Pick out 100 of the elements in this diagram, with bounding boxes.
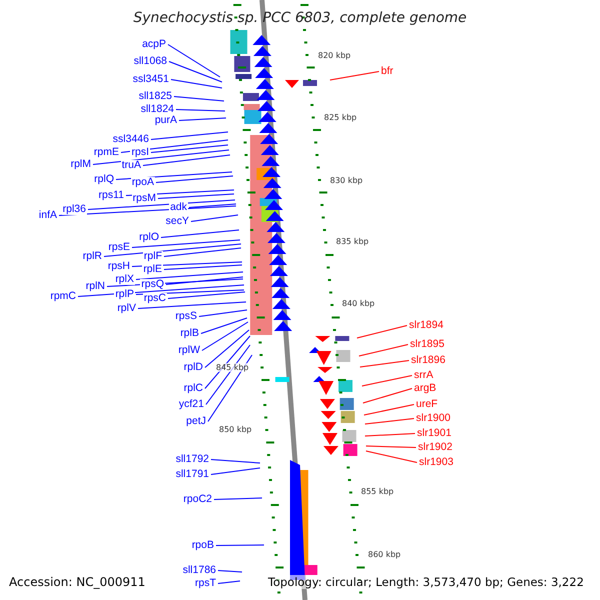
leader-line [136, 272, 244, 280]
leader-line [170, 79, 222, 88]
gene-label: rpl36 [62, 204, 87, 215]
gene-label: ssl3446 [112, 134, 150, 145]
gene-label: rpoB [190, 540, 215, 551]
gene-label: rplW [177, 345, 201, 356]
leader-line [150, 132, 228, 140]
leader-line [206, 344, 250, 405]
gene-label: sll1825 [138, 91, 173, 102]
leader-line [164, 248, 242, 257]
leader-line [216, 544, 264, 546]
gene-label: rplB [179, 328, 200, 339]
leader-line [160, 230, 240, 238]
leader-line [360, 360, 410, 368]
gene-label: rplO [138, 232, 160, 243]
gene-label: rplQ [93, 174, 115, 185]
gene-label: slr1900 [415, 413, 452, 424]
gene-label: rpoA [130, 177, 155, 188]
gene-label: rpsE [107, 242, 131, 253]
leader-line [158, 194, 234, 199]
gene-label: sll1791 [174, 469, 210, 480]
gene-label: rplC [182, 383, 204, 394]
leader-line [358, 344, 408, 356]
leader-line [88, 200, 236, 210]
leader-line [362, 375, 412, 386]
gene-label: slr1896 [410, 355, 446, 366]
gene-label: rplD [182, 362, 204, 373]
scale-label: 860 kbp [368, 550, 401, 559]
footer-text: Accession: NC_000911 [9, 575, 146, 589]
gene-label: rpsC [142, 293, 167, 304]
gene-label: rplM [70, 159, 92, 170]
gene-label: rplP [114, 289, 135, 300]
gene-label: rplR [82, 251, 103, 262]
leader-line [174, 96, 224, 102]
leader-line [178, 118, 226, 121]
leader-line [78, 284, 244, 297]
gene-label: rpsH [106, 261, 131, 272]
gene-label: slr1901 [416, 428, 452, 439]
scale-label: 820 kbp [318, 51, 351, 60]
leader-line [366, 450, 418, 463]
leader-line [364, 404, 414, 416]
scale-label: 850 kbp [219, 425, 252, 434]
leader-line [150, 144, 228, 153]
leader-line [362, 388, 412, 404]
gene-label: rpoC2 [182, 494, 213, 505]
leader-line [218, 580, 240, 584]
leader-line [142, 154, 230, 166]
leader-line [356, 325, 408, 338]
scale-label: 835 kbp [336, 237, 369, 246]
footer-text: Topology: circular; Length: 3,573,470 bp; Genes: 3,222 [268, 575, 584, 589]
gene-label: ureF [415, 399, 439, 410]
leader-line [204, 330, 250, 368]
gene-label: purA [154, 115, 178, 126]
leader-line [138, 302, 246, 309]
gene-label: slr1894 [408, 320, 444, 331]
gene-label: srrA [413, 370, 434, 381]
leader-line [364, 433, 416, 436]
leader-line [188, 204, 236, 208]
leader-line [176, 109, 226, 112]
gene-label: acpP [141, 39, 167, 50]
scale-label: 825 kbp [324, 113, 357, 122]
leader-line [364, 418, 414, 424]
leader-line [156, 176, 234, 183]
leader-line [210, 468, 260, 475]
gene-label: rpsS [174, 311, 198, 322]
gene-label: rpmC [49, 291, 77, 302]
leader-line [218, 570, 242, 572]
gene-label: ycf21 [178, 399, 205, 410]
leader-line [164, 264, 242, 270]
scale-label: 845 kbp [216, 363, 249, 372]
gene-label: bfr [380, 66, 394, 77]
leader-line [210, 459, 260, 464]
gene-label: rplN [84, 281, 106, 292]
leader-line [202, 322, 248, 351]
leader-line [104, 244, 242, 257]
leader-line [166, 276, 244, 285]
gene-label: rplE [142, 264, 163, 275]
gene-label: petJ [185, 416, 207, 427]
leader-line [92, 150, 230, 165]
leader-line [190, 214, 238, 222]
gene-label: rplV [116, 303, 137, 314]
leader-line [214, 498, 262, 500]
scale-label: 840 kbp [342, 299, 375, 308]
gene-label: adk [169, 202, 188, 213]
gene-label: ssl3451 [132, 74, 170, 85]
scale-label: 830 kbp [330, 176, 363, 185]
leader-line [204, 336, 250, 389]
leader-line [366, 446, 416, 448]
gene-label: rpmE [92, 147, 120, 158]
gene-label: sll1824 [140, 104, 175, 115]
gene-label: argB [413, 383, 438, 394]
gene-label: sll1792 [174, 454, 210, 465]
gene-label: rps11 [98, 190, 125, 201]
gene-label: rpsM [132, 193, 157, 204]
leader-line [200, 318, 248, 334]
leader-line [168, 292, 246, 299]
gene-label: rpsT [194, 578, 217, 589]
title: Synechocystis sp. PCC 6803, complete genome [132, 10, 468, 26]
gene-label: infA [38, 210, 58, 221]
leader-line [168, 61, 222, 82]
